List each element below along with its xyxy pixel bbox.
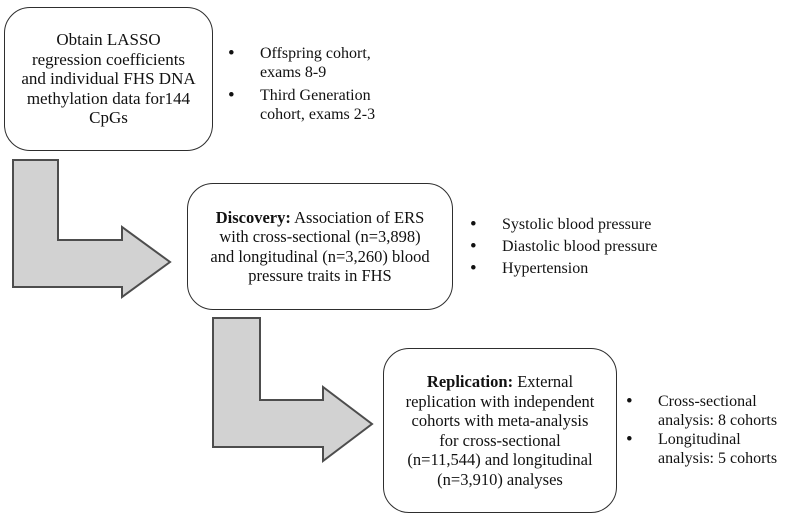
step-label: Replication: xyxy=(426,372,514,391)
step-line: pressure traits in FHS xyxy=(248,266,392,285)
bullet-icon: • xyxy=(626,391,633,412)
bullet-text: Cross-sectional analysis: 8 cohorts xyxy=(658,393,778,429)
bullet-item: • Diastolic blood pressure xyxy=(464,237,688,256)
step-line: Discovery: Association of ERS xyxy=(215,207,425,227)
bullet-item: • Longitudinal analysis: 5 cohorts xyxy=(620,430,797,468)
step-line: methylation data for144 xyxy=(26,88,191,108)
step-line: and longitudinal (n=3,260) blood xyxy=(210,246,430,266)
elbow-arrow-down-right-icon xyxy=(12,159,172,299)
bullet-item: • Cross-sectional analysis: 8 cohorts xyxy=(620,392,797,430)
bullet-icon: • xyxy=(228,85,235,106)
flow-box-discovery: Discovery: Association of ERS with cross… xyxy=(187,183,453,310)
step-line: Obtain LASSO xyxy=(56,30,161,50)
bullet-item: • Offspring cohort, exams 8-9 xyxy=(222,44,394,82)
step-line: Replication: External xyxy=(426,372,574,391)
step-line: and individual FHS DNA xyxy=(21,69,196,89)
bullet-text: Third Generation cohort, exams 2-3 xyxy=(260,87,376,123)
bullet-list-discovery: • Systolic blood pressure • Diastolic bl… xyxy=(464,215,688,281)
bullet-text: Systolic blood pressure xyxy=(502,216,652,233)
step-line: cohorts with meta-analysis xyxy=(411,411,589,430)
elbow-arrow-down-right-icon xyxy=(212,317,374,464)
step-line: replication with independent xyxy=(405,391,595,411)
step-line: with cross-sectional (n=3,898) xyxy=(219,227,421,246)
step-line: (n=3,910) analyses xyxy=(437,469,563,489)
step-line: regression coefficients xyxy=(31,49,186,69)
bullet-icon: • xyxy=(470,214,477,235)
bullet-text: Hypertension xyxy=(502,260,589,277)
bullet-icon: • xyxy=(626,429,633,450)
bullet-icon: • xyxy=(470,258,477,279)
flow-box-replication: Replication: External replication with i… xyxy=(383,348,617,513)
bullet-text: Offspring cohort, exams 8-9 xyxy=(260,45,371,81)
bullet-icon: • xyxy=(228,43,235,64)
step-line: for cross-sectional xyxy=(439,430,561,450)
bullet-icon: • xyxy=(470,236,477,257)
bullet-text: Longitudinal analysis: 5 cohorts xyxy=(658,431,778,467)
step-line: CpGs xyxy=(89,108,128,128)
bullet-list-replication: • Cross-sectional analysis: 8 cohorts • … xyxy=(620,392,797,468)
bullet-item: • Hypertension xyxy=(464,259,688,278)
flow-box-input: Obtain LASSO regression coefficients and… xyxy=(4,7,213,151)
step-line: (n=11,544) and longitudinal xyxy=(407,450,593,469)
bullet-item: • Third Generation cohort, exams 2-3 xyxy=(222,86,394,124)
bullet-item: • Systolic blood pressure xyxy=(464,215,688,234)
bullet-list-input: • Offspring cohort, exams 8-9 • Third Ge… xyxy=(222,44,394,128)
step-label: Discovery: xyxy=(215,207,291,227)
bullet-text: Diastolic blood pressure xyxy=(502,238,658,255)
